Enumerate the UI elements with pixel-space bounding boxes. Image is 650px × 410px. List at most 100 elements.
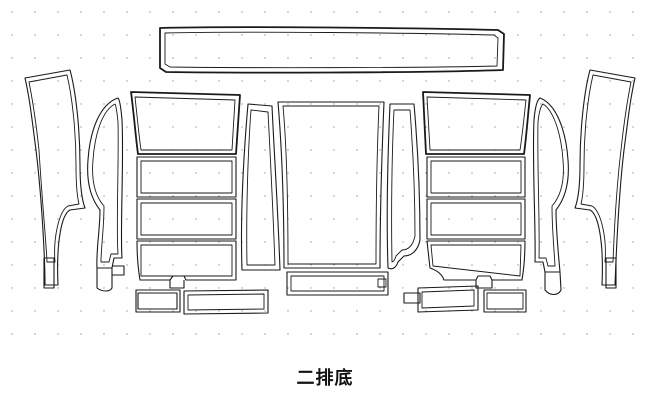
grid-dot xyxy=(586,218,588,220)
grid-dot xyxy=(103,149,105,151)
grid-dot xyxy=(563,80,565,82)
grid-dot xyxy=(379,333,381,335)
right-outer-side-piece xyxy=(574,69,636,289)
grid-dot xyxy=(287,126,289,128)
grid-dot xyxy=(494,287,496,289)
grid-dot xyxy=(149,126,151,128)
grid-dot xyxy=(11,103,13,105)
grid-dot xyxy=(287,264,289,266)
grid-dot xyxy=(586,287,588,289)
grid-dot xyxy=(149,310,151,312)
grid-dot xyxy=(103,126,105,128)
grid-dot xyxy=(34,57,36,59)
grid-dot xyxy=(540,11,542,13)
grid-dot xyxy=(402,11,404,13)
grid-dot xyxy=(241,287,243,289)
grid-dot xyxy=(563,34,565,36)
grid-dot xyxy=(264,80,266,82)
grid-dot xyxy=(540,34,542,36)
grid-dot xyxy=(632,34,634,36)
grid-dot xyxy=(126,57,128,59)
grid-dot xyxy=(333,333,335,335)
grid-dot xyxy=(356,126,358,128)
grid-dot xyxy=(34,218,36,220)
grid-dot xyxy=(356,241,358,243)
grid-dot xyxy=(379,80,381,82)
grid-dot xyxy=(149,195,151,197)
grid-dot xyxy=(402,241,404,243)
grid-dot xyxy=(195,103,197,105)
grid-dot xyxy=(218,195,220,197)
grid-dot xyxy=(195,11,197,13)
grid-dot xyxy=(264,57,266,59)
grid-dot xyxy=(11,195,13,197)
grid-dot xyxy=(57,287,59,289)
grid-dot xyxy=(195,57,197,59)
grid-dot xyxy=(402,310,404,312)
grid-dot xyxy=(126,218,128,220)
grid-dot xyxy=(425,57,427,59)
grid-dot xyxy=(402,149,404,151)
grid-dot xyxy=(540,287,542,289)
grid-dot xyxy=(264,172,266,174)
grid-dot xyxy=(287,34,289,36)
grid-dot xyxy=(172,126,174,128)
grid-dot xyxy=(471,80,473,82)
grid-dot xyxy=(287,103,289,105)
grid-dot xyxy=(379,172,381,174)
grid-dot xyxy=(34,264,36,266)
grid-dot xyxy=(333,172,335,174)
grid-dot xyxy=(34,195,36,197)
grid-dot xyxy=(80,103,82,105)
grid-dot xyxy=(379,34,381,36)
grid-dot xyxy=(57,333,59,335)
grid-dot xyxy=(609,149,611,151)
grid-dot xyxy=(563,11,565,13)
grid-dot xyxy=(103,34,105,36)
grid-dot xyxy=(563,149,565,151)
grid-dot xyxy=(264,287,266,289)
grid-dot xyxy=(494,103,496,105)
grid-dot xyxy=(172,241,174,243)
grid-dot xyxy=(586,126,588,128)
grid-dot xyxy=(448,34,450,36)
grid-dot xyxy=(57,103,59,105)
grid-dot xyxy=(402,218,404,220)
grid-dot xyxy=(310,126,312,128)
grid-dot xyxy=(494,333,496,335)
grid-dot xyxy=(356,218,358,220)
grid-dot xyxy=(80,57,82,59)
grid-dot xyxy=(310,149,312,151)
grid-dot xyxy=(379,149,381,151)
grid-dot xyxy=(57,126,59,128)
grid-dot xyxy=(379,310,381,312)
grid-dot xyxy=(149,57,151,59)
grid-dot xyxy=(609,172,611,174)
grid-dot xyxy=(448,241,450,243)
grid-dot xyxy=(172,264,174,266)
grid-dot xyxy=(57,149,59,151)
grid-dot xyxy=(80,287,82,289)
grid-dot xyxy=(517,34,519,36)
grid-dot xyxy=(425,11,427,13)
grid-dot xyxy=(310,103,312,105)
grid-dot xyxy=(172,11,174,13)
grid-dot xyxy=(126,34,128,36)
grid-dot xyxy=(333,11,335,13)
grid-dot xyxy=(356,11,358,13)
grid-dot xyxy=(517,218,519,220)
grid-dot xyxy=(287,57,289,59)
grid-dot xyxy=(356,172,358,174)
grid-dot xyxy=(379,287,381,289)
grid-dot xyxy=(356,264,358,266)
grid-dot xyxy=(517,264,519,266)
grid-dot xyxy=(241,149,243,151)
grid-dot xyxy=(609,218,611,220)
grid-dot xyxy=(11,172,13,174)
grid-dot xyxy=(126,126,128,128)
grid-dot xyxy=(540,126,542,128)
grid-dot xyxy=(310,287,312,289)
grid-dot xyxy=(632,287,634,289)
grid-dot xyxy=(632,149,634,151)
grid-dot xyxy=(563,310,565,312)
